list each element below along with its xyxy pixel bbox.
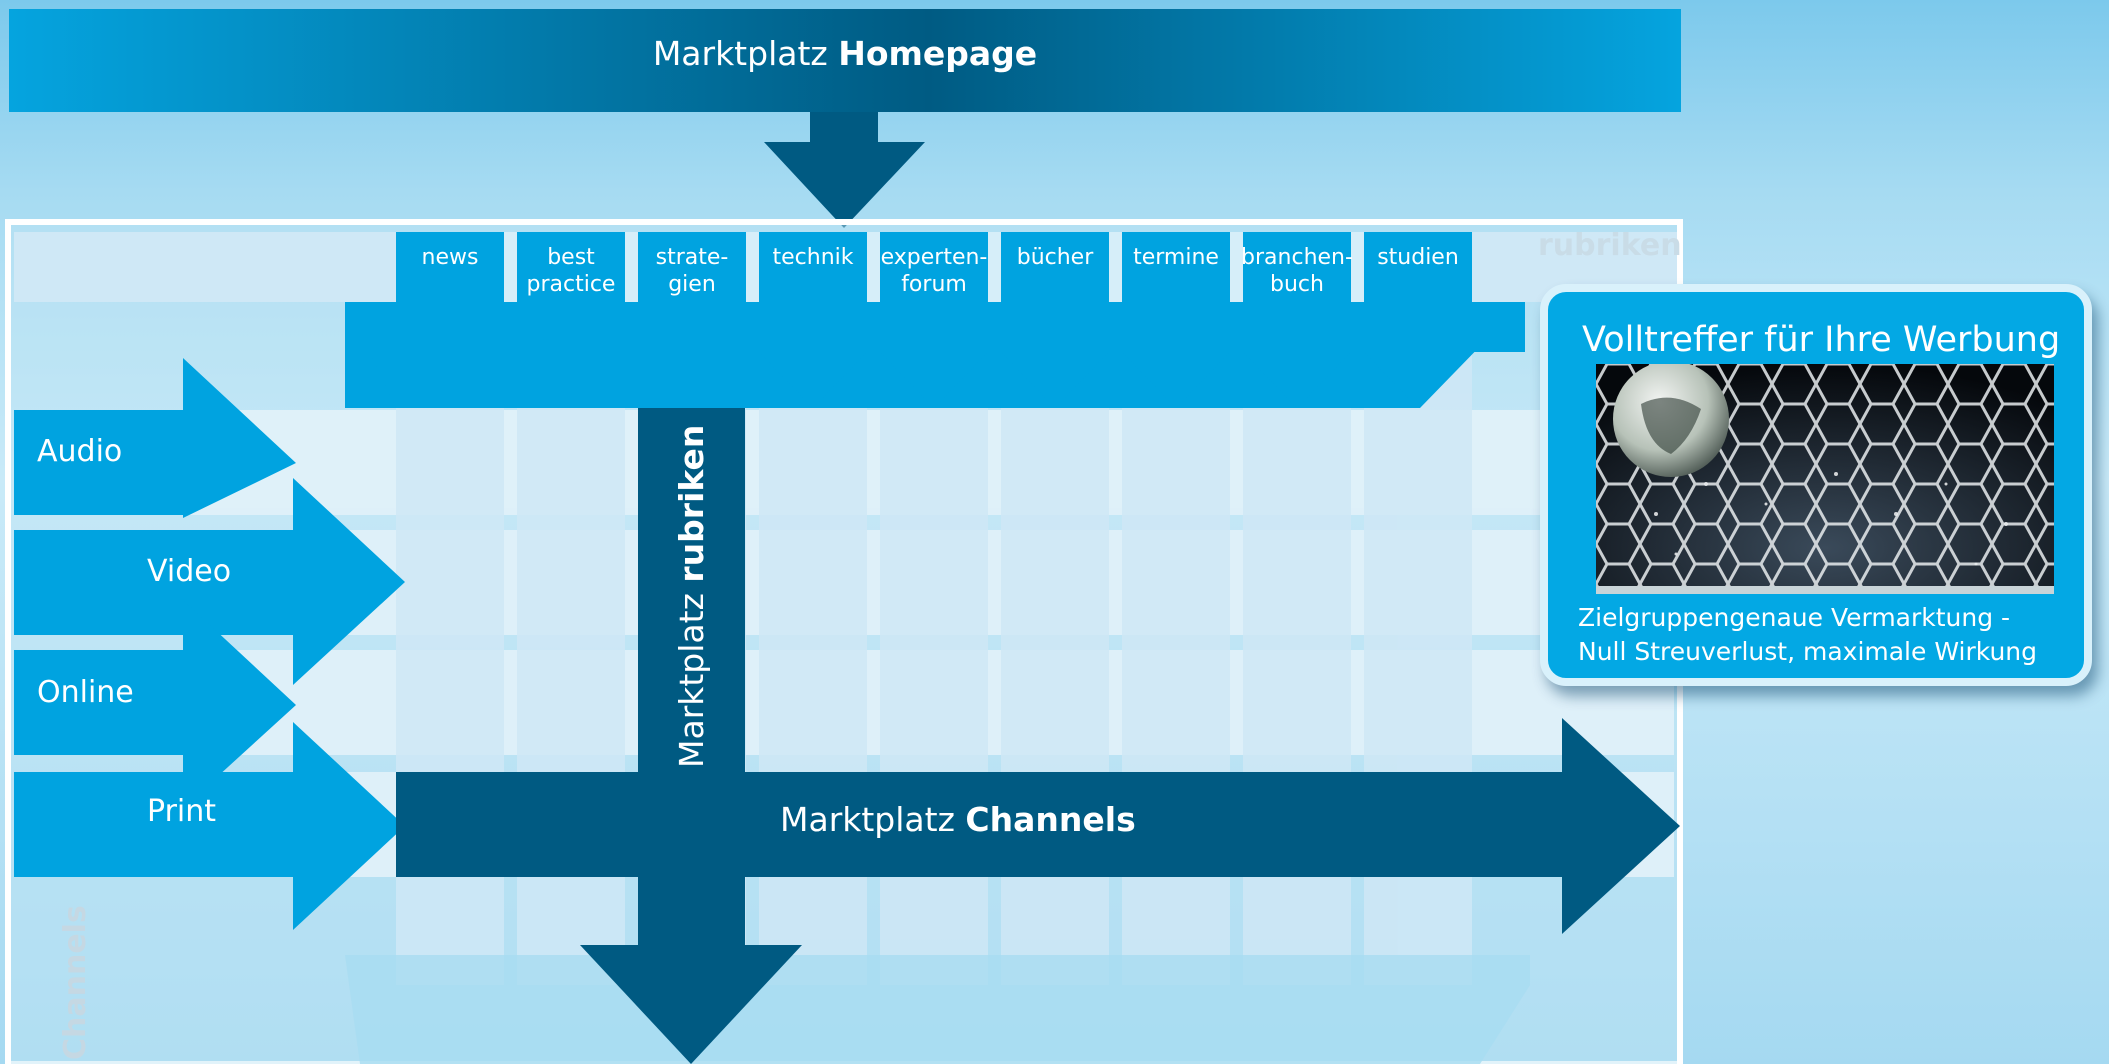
channel-arrows <box>14 358 405 930</box>
rubrik-best-practice[interactable]: best practice <box>526 245 616 297</box>
photo-icon <box>1596 364 2054 594</box>
channel-print[interactable]: Print <box>147 794 217 829</box>
rubriken-bar-label: Marktplatz rubriken <box>672 425 711 768</box>
soccer-ball-in-net-photo <box>1596 364 2054 594</box>
ad-text: Zielgruppengenaue Vermarktung - Null Str… <box>1578 601 2037 669</box>
channels-bar <box>396 718 1680 934</box>
channels-bar-bold: Channels <box>965 800 1136 839</box>
ad-box[interactable]: Volltreffer für Ihre Werbung <box>1540 284 2092 686</box>
rubrik-branchenbuch[interactable]: branchen- buch <box>1241 245 1353 297</box>
channel-online[interactable]: Online <box>37 675 134 710</box>
homepage-title-bold: Homepage <box>838 34 1038 73</box>
rubriken-bar-bold: rubriken <box>672 424 711 583</box>
channel-video[interactable]: Video <box>147 554 232 589</box>
arrow-audio <box>14 358 296 518</box>
arrow-video <box>14 478 405 685</box>
rubriken-arrow-heads <box>345 300 1525 408</box>
rubrik-news[interactable]: news <box>421 245 479 270</box>
arrow-online <box>14 600 296 808</box>
rubrik-termine[interactable]: termine <box>1133 245 1219 270</box>
rubrik-studien[interactable]: studien <box>1377 245 1459 270</box>
channel-audio[interactable]: Audio <box>37 434 123 469</box>
rubrik-buecher[interactable]: bücher <box>1016 245 1094 270</box>
ad-text-line1: Zielgruppengenaue Vermarktung - <box>1578 603 2011 632</box>
ad-title: Volltreffer für Ihre Werbung <box>1582 320 2061 360</box>
ad-text-line2: Null Streuverlust, maximale Wirkung <box>1578 637 2037 666</box>
homepage-title-prefix: Marktplatz <box>652 34 839 73</box>
rubriken-watermark: rubriken <box>1538 228 1682 263</box>
channels-watermark: Channels <box>58 905 93 1060</box>
rubrik-expertenforum[interactable]: experten- forum <box>880 245 988 297</box>
rubrik-strategien[interactable]: strate- gien <box>655 245 729 297</box>
rubrik-technik[interactable]: technik <box>772 245 854 270</box>
channels-bar-prefix: Marktplatz <box>780 800 966 839</box>
channels-bar-label: Marktplatz Channels <box>780 800 1136 839</box>
arrow-print <box>14 722 405 930</box>
homepage-bar <box>9 9 1681 112</box>
rubriken-bar-prefix: Marktplatz <box>672 582 711 768</box>
bottom-faded-arrows <box>345 955 1530 1064</box>
homepage-title: Marktplatz Homepage <box>0 34 1690 73</box>
homepage-arrow <box>764 112 925 228</box>
